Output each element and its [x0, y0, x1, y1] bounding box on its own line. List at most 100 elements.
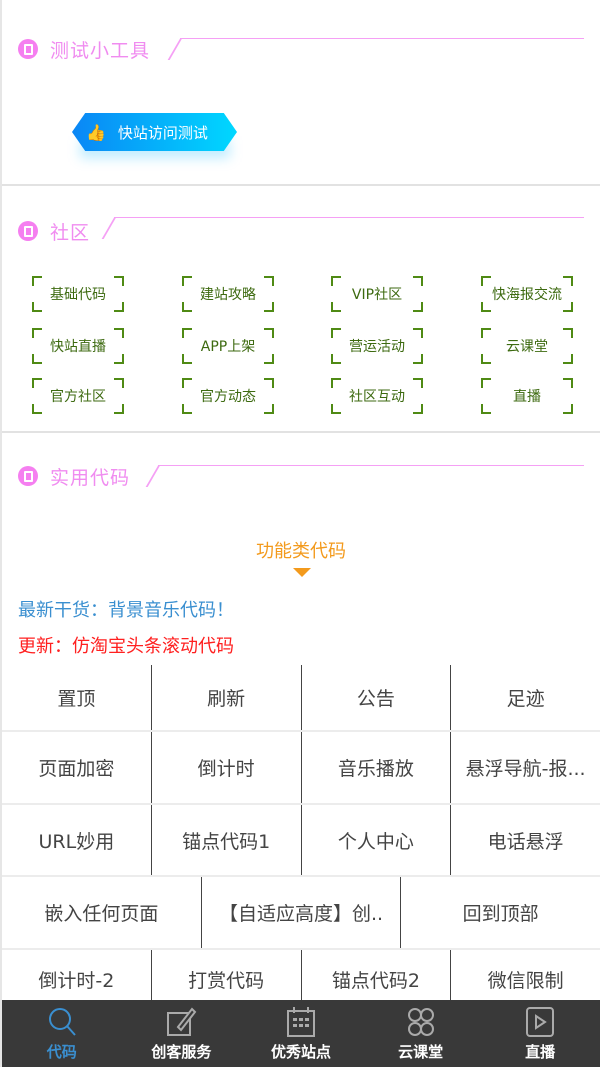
tab-search[interactable]: 代码 [2, 1000, 122, 1067]
corner-bracket [563, 328, 573, 338]
community-link[interactable]: 快站直播 [32, 328, 124, 364]
corner-bracket [32, 404, 42, 414]
corner-bracket [413, 328, 423, 338]
code-item[interactable]: 嵌入任何页面 [2, 877, 202, 948]
corner-bracket [331, 276, 341, 286]
tab-label: 创客服务 [151, 1043, 212, 1061]
community-link[interactable]: APP上架 [182, 328, 274, 364]
code-item[interactable]: 置顶 [2, 665, 152, 730]
corner-bracket [264, 328, 274, 338]
corner-bracket [114, 328, 124, 338]
code-item[interactable]: URL妙用 [2, 805, 152, 875]
code-item[interactable]: 倒计时 [152, 732, 302, 803]
corner-bracket [413, 378, 423, 388]
tab-edit[interactable]: 创客服务 [122, 1000, 242, 1067]
code-item[interactable]: 个人中心 [302, 805, 452, 875]
tab-label: 代码 [46, 1043, 77, 1061]
corner-bracket [331, 328, 341, 338]
code-item[interactable]: 【自适应高度】创.. [202, 877, 402, 948]
code-row: 置顶刷新公告 足迹 [2, 665, 600, 732]
news-link[interactable]: 最新干货：背景音乐代码！ [18, 600, 234, 621]
tab-play[interactable]: 直播 [480, 1000, 600, 1067]
section-header: 测试小工具 [18, 34, 150, 64]
link-label: 云课堂 [506, 339, 548, 355]
speed-test-button[interactable]: 👍 快站访问测试 [72, 113, 237, 151]
code-item[interactable]: 打赏代码 [152, 950, 302, 1008]
code-item[interactable]: 音乐播放 [302, 732, 452, 803]
header-decoration-line [114, 217, 584, 237]
community-link[interactable]: VIP社区 [331, 276, 423, 312]
corner-bracket [481, 378, 491, 388]
bookmark-icon [18, 39, 38, 59]
header-decoration-line [180, 38, 584, 58]
corner-bracket [413, 404, 423, 414]
corner-bracket [182, 404, 192, 414]
link-label: 快海报交流 [492, 287, 562, 303]
section-title: 实用代码 [50, 466, 131, 489]
community-link[interactable]: 官方社区 [32, 378, 124, 414]
community-link[interactable]: 云课堂 [481, 328, 573, 364]
code-item[interactable]: 微信限制 [487, 969, 564, 992]
corner-bracket [114, 404, 124, 414]
corner-bracket [481, 328, 491, 338]
corner-bracket [563, 378, 573, 388]
corner-bracket [114, 302, 124, 312]
code-item[interactable]: 锚点代码1 [152, 805, 302, 875]
section-title: 测试小工具 [50, 39, 151, 62]
tab-label: 直播 [525, 1043, 556, 1061]
tab-label: 云课堂 [398, 1043, 444, 1061]
corner-bracket [481, 354, 491, 364]
section-title: 社区 [50, 221, 91, 244]
tab-clover[interactable]: 云课堂 [361, 1000, 481, 1067]
corner-bracket [413, 276, 423, 286]
corner-bracket [331, 404, 341, 414]
code-item[interactable]: 倒计时-2 [2, 950, 152, 1008]
link-label: 营运活动 [349, 339, 405, 355]
button-label: 快站访问测试 [117, 123, 208, 142]
category-tab[interactable]: 功能类代码 [256, 541, 346, 562]
bottom-tab-bar: 代码 创客服务 优秀站点 云课堂 直播 [2, 1000, 600, 1067]
link-label: 直播 [513, 389, 541, 405]
corner-bracket [481, 302, 491, 312]
community-link[interactable]: 直播 [481, 378, 573, 414]
code-item[interactable]: 电话悬浮 [487, 830, 564, 853]
community-link[interactable]: 营运活动 [331, 328, 423, 364]
link-label: APP上架 [200, 339, 256, 355]
corner-bracket [32, 276, 42, 286]
corner-bracket [114, 276, 124, 286]
community-link[interactable]: 官方动态 [182, 378, 274, 414]
community-link[interactable]: 建站攻略 [182, 276, 274, 312]
section-header: 实用代码 [18, 461, 130, 491]
link-label: 基础代码 [50, 287, 106, 303]
code-item[interactable]: 公告 [302, 665, 452, 730]
corner-bracket [182, 276, 192, 286]
code-item[interactable]: 刷新 [152, 665, 302, 730]
link-label: 官方动态 [200, 389, 256, 405]
link-label: 社区互动 [349, 389, 405, 405]
code-item[interactable]: 回到顶部 [462, 903, 539, 925]
link-label: 建站攻略 [200, 287, 256, 303]
community-link[interactable]: 快海报交流 [481, 276, 573, 312]
corner-bracket [32, 354, 42, 364]
code-item[interactable]: 页面加密 [2, 732, 152, 803]
corner-bracket [264, 276, 274, 286]
corner-bracket [32, 378, 42, 388]
corner-bracket [114, 378, 124, 388]
news-link[interactable]: 更新：仿淘宝头条滚动代码 [18, 636, 234, 657]
community-link[interactable]: 社区互动 [331, 378, 423, 414]
clover-icon [407, 1008, 434, 1036]
code-row: 页面加密倒计时音乐播放悬浮导航-报... [2, 732, 600, 805]
corner-bracket [264, 354, 274, 364]
community-link[interactable]: 基础代码 [32, 276, 124, 312]
corner-bracket [182, 354, 192, 364]
tab-label: 优秀站点 [270, 1043, 331, 1061]
corner-bracket [331, 302, 341, 312]
code-item[interactable]: 悬浮导航-报... [465, 758, 586, 780]
code-item[interactable]: 锚点代码2 [302, 950, 452, 1008]
code-item[interactable]: 足迹 [506, 688, 545, 710]
corner-bracket [413, 302, 423, 312]
link-label: 官方社区 [50, 389, 106, 405]
tab-calendar[interactable]: 优秀站点 [241, 1000, 361, 1067]
corner-bracket [563, 302, 573, 312]
